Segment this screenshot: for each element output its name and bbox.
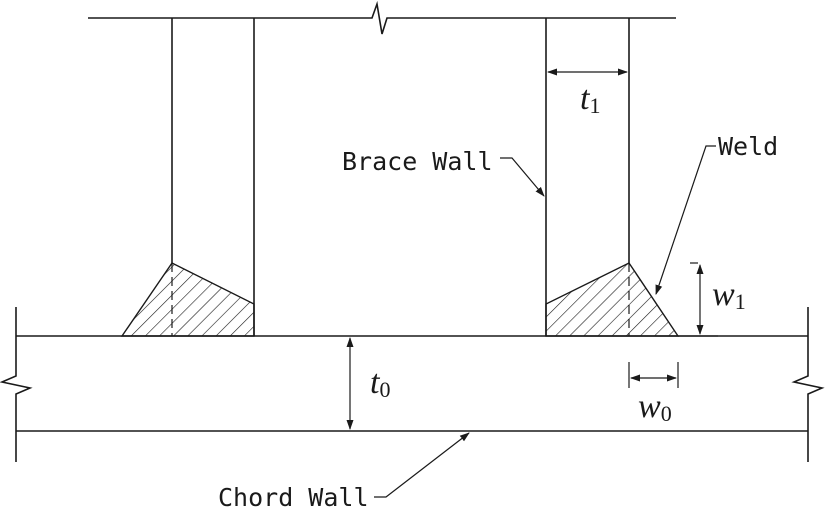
chord-wall-label: Chord Wall: [218, 483, 369, 509]
brace-wall-leader: [500, 157, 545, 197]
t1-symbol: t1: [580, 80, 600, 118]
weld-label: Weld: [718, 132, 778, 161]
chord-right-break: [791, 307, 825, 462]
t0-symbol: t0: [370, 364, 390, 402]
brace-wall-label: Brace Wall: [342, 147, 493, 176]
chord-left-break: [0, 307, 33, 462]
chord-wall-leader: [374, 432, 470, 498]
right-weld: [545, 262, 680, 337]
weld-leader: [655, 145, 716, 295]
w0-symbol: w0: [638, 388, 672, 426]
w1-symbol: w1: [712, 276, 746, 314]
top-break-line: [88, 0, 676, 35]
left-weld: [120, 262, 255, 337]
